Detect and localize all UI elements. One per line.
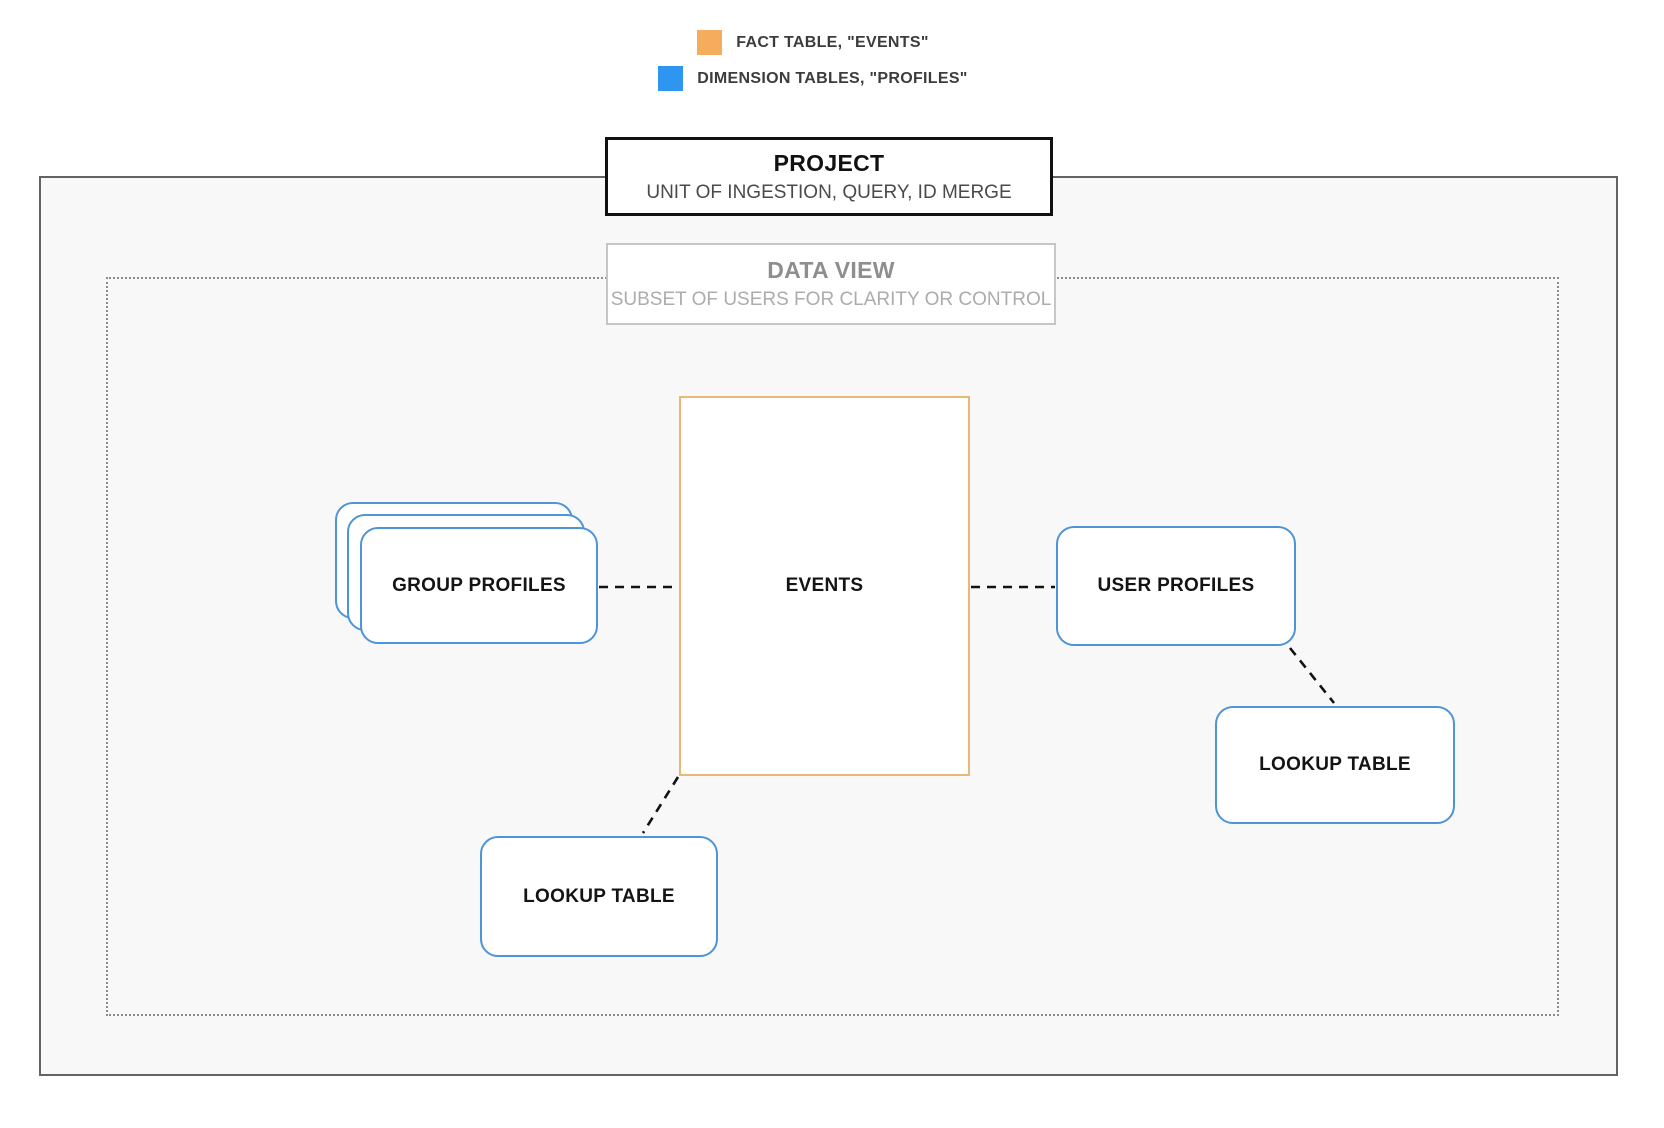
legend-label-fact: FACT TABLE, "EVENTS": [736, 33, 929, 51]
dimension-color-swatch-icon: [658, 66, 684, 91]
project-title: PROJECT: [773, 149, 885, 176]
data-view-box: DATA VIEW SUBSET OF USERS FOR CLARITY OR…: [606, 243, 1056, 325]
project-subtitle: UNIT OF INGESTION, QUERY, ID MERGE: [646, 181, 1012, 203]
node-lookup-table-bottom-label: LOOKUP TABLE: [523, 885, 675, 907]
node-lookup-table-right-label: LOOKUP TABLE: [1259, 754, 1411, 775]
project-box: PROJECT UNIT OF INGESTION, QUERY, ID MER…: [605, 137, 1053, 216]
node-group-profiles-label: GROUP PROFILES: [392, 574, 566, 596]
legend-item-fact: FACT TABLE, "EVENTS": [697, 30, 928, 55]
node-lookup-table-right: LOOKUP TABLE: [1215, 706, 1455, 824]
node-user-profiles: USER PROFILES: [1056, 526, 1296, 646]
fact-color-swatch-icon: [697, 30, 723, 55]
node-group-profiles: GROUP PROFILES: [360, 527, 598, 644]
data-view-title: DATA VIEW: [767, 257, 895, 283]
legend-label-dimension: DIMENSION TABLES, "PROFILES": [697, 69, 968, 87]
node-events-label: EVENTS: [785, 575, 864, 596]
node-lookup-table-bottom: LOOKUP TABLE: [480, 836, 718, 957]
data-view-subtitle: SUBSET OF USERS FOR CLARITY OR CONTROL: [610, 289, 1052, 310]
node-events: EVENTS: [679, 396, 970, 776]
node-user-profiles-label: USER PROFILES: [1097, 575, 1255, 596]
legend-item-dimension: DIMENSION TABLES, "PROFILES": [658, 66, 967, 91]
legend: FACT TABLE, "EVENTS" DIMENSION TABLES, "…: [0, 30, 1626, 91]
